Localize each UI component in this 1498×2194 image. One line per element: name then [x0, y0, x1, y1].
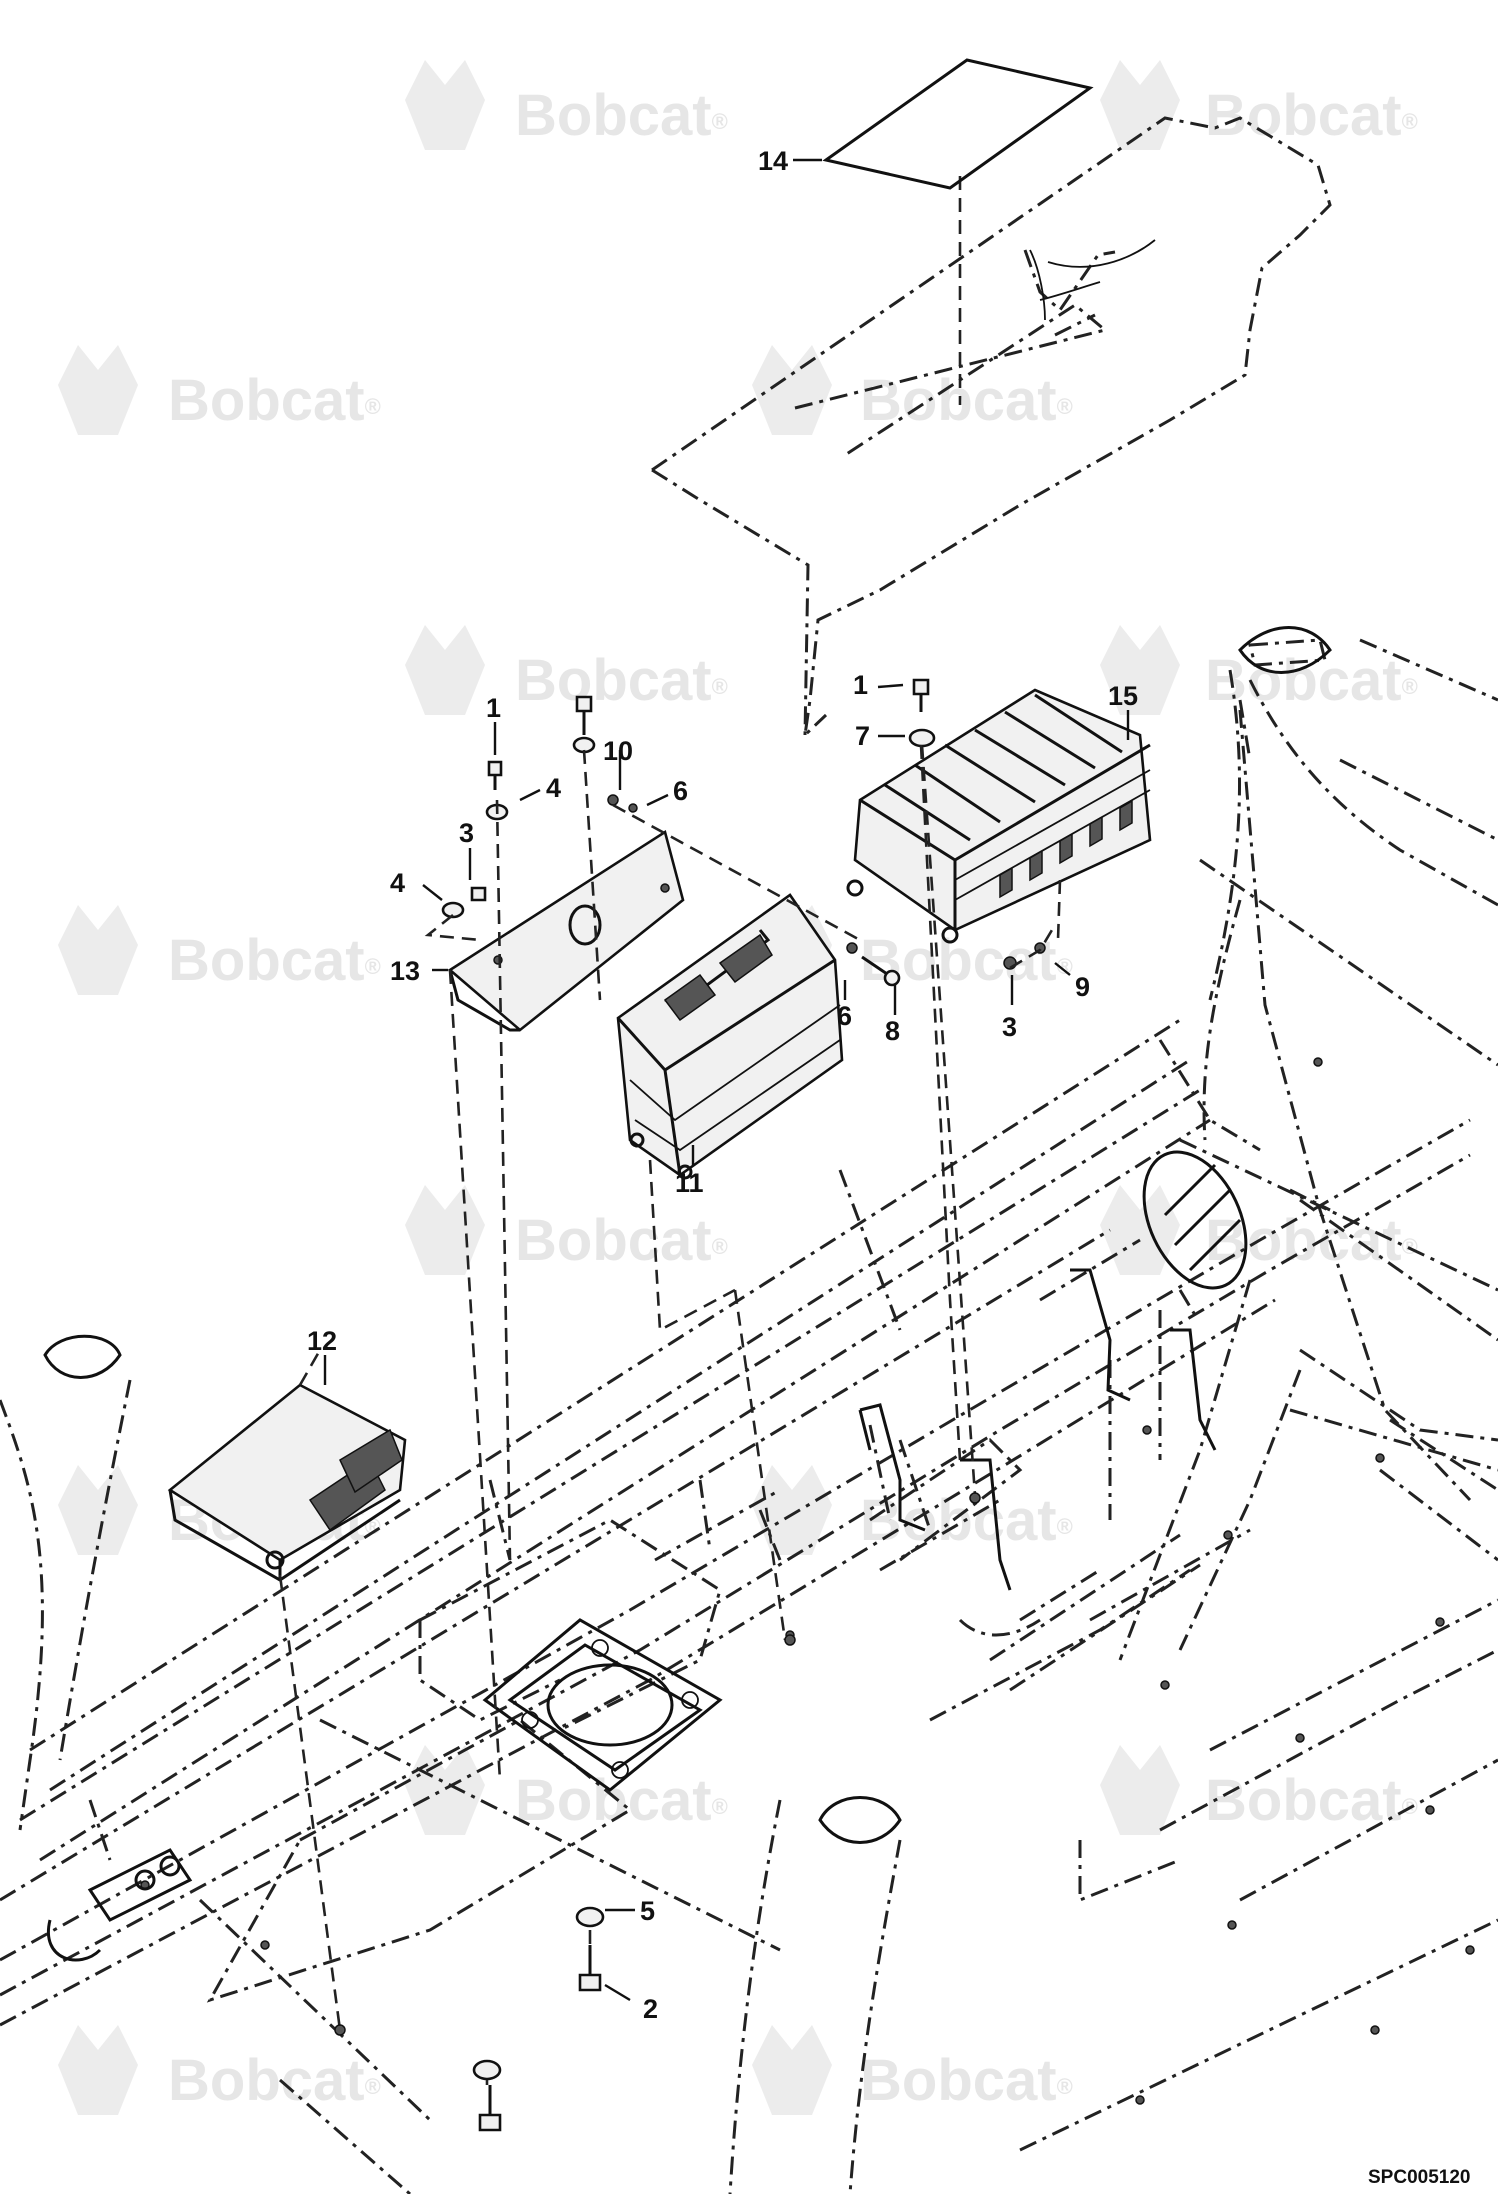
screw-lower [478, 2085, 502, 2132]
watermark-text: Bobcat® [1205, 83, 1418, 148]
washer-part-5 [575, 1906, 605, 1928]
watermark-registered-mark: ® [1057, 394, 1073, 419]
watermark-registered-mark: ® [1402, 1234, 1418, 1259]
nut-part-10 [607, 794, 619, 806]
callout-3: 3 [459, 818, 474, 848]
bobcat-logo-icon [405, 1185, 485, 1275]
bobcat-logo-icon [405, 625, 485, 715]
mounting-bracket-part-13 [447, 829, 685, 1781]
watermark-registered-mark: ® [1402, 674, 1418, 699]
bobcat-logo-icon [1100, 1745, 1180, 1835]
callout-leaders [323, 158, 1130, 2002]
upper-cover-panel [651, 116, 1332, 740]
callout-4: 4 [546, 773, 561, 803]
watermark-registered-mark: ® [712, 674, 728, 699]
nut-part-6 [628, 803, 638, 813]
callout-11: 11 [675, 1168, 704, 1198]
watermark-text: Bobcat® [168, 368, 381, 433]
watermark-text: Bobcat® [1205, 648, 1418, 713]
washer-lower [472, 2059, 502, 2081]
washer-part-4-left [441, 901, 465, 919]
watermark-registered-mark: ® [365, 2074, 381, 2099]
callout-3-right: 3 [1002, 1012, 1017, 1042]
callout-9: 9 [1075, 972, 1090, 1002]
chassis-frame [0, 626, 1498, 2194]
callout-7: 7 [855, 721, 870, 751]
watermark-registered-mark: ® [1402, 109, 1418, 134]
callout-12: 12 [307, 1326, 337, 1356]
watermark-text: Bobcat® [168, 2048, 381, 2113]
drawing-code: SPC005120 [1368, 2167, 1470, 2188]
callout-6-lower: 6 [837, 1001, 852, 1031]
callout-1: 1 [486, 693, 501, 723]
bobcat-logo-icon [58, 1465, 138, 1555]
watermark-text: Bobcat® [515, 648, 728, 713]
screw-part-1 [487, 760, 503, 790]
bobcat-logo-icon [405, 1745, 485, 1835]
bobcat-logo-icon [58, 345, 138, 435]
watermark-registered-mark: ® [1057, 2074, 1073, 2099]
callout-6: 6 [673, 776, 688, 806]
controller-module-part-11 [616, 893, 844, 1646]
nut-part-3 [470, 886, 487, 902]
watermark-text: Bobcat® [1205, 1768, 1418, 1833]
nut-part-6-right [846, 942, 858, 954]
callout-15: 15 [1108, 681, 1138, 711]
watermark-registered-mark: ® [365, 394, 381, 419]
callout-1-right: 1 [853, 670, 868, 700]
bobcat-logo-icon [58, 905, 138, 995]
callout-10: 10 [603, 736, 633, 766]
callout-8: 8 [885, 1016, 900, 1046]
watermark-text: Bobcat® [515, 1208, 728, 1273]
watermark-registered-mark: ® [1057, 1514, 1073, 1539]
bobcat-logo-icon [752, 345, 832, 435]
bobcat-logo-icon [58, 2025, 138, 2115]
electronic-module-part-12 [167, 1349, 407, 2036]
callout-labels: 14 1 1 15 7 10 4 6 3 4 13 9 6 8 3 11 12 … [307, 146, 1138, 2024]
bobcat-logo-icon [1100, 60, 1180, 150]
bobcat-logo-icon [752, 2025, 832, 2115]
watermark-text: Bobcat® [515, 83, 728, 148]
callout-14: 14 [758, 146, 788, 176]
watermark-registered-mark: ® [712, 1234, 728, 1259]
screw-part-1-right [912, 678, 930, 712]
screw-part-2 [578, 1945, 602, 1992]
washer-part-7 [908, 728, 936, 748]
watermark-text: Bobcat® [1205, 1208, 1418, 1273]
watermark-text: Bobcat® [168, 928, 381, 993]
bobcat-logo-icon [405, 60, 485, 150]
bobcat-logo-icon [1100, 625, 1180, 715]
callout-5: 5 [640, 1896, 655, 1926]
callout-2: 2 [643, 1994, 658, 2024]
fuse-relay-box-part-15 [846, 688, 1152, 1504]
screw-upper [572, 695, 596, 754]
watermark-registered-mark: ® [712, 109, 728, 134]
hardware-fasteners [424, 678, 1057, 2132]
watermark-registered-mark: ® [365, 954, 381, 979]
callout-4-left: 4 [390, 868, 405, 898]
bolt-part-8 [861, 955, 901, 987]
watermark-text: Bobcat® [860, 2048, 1073, 2113]
callout-13: 13 [390, 956, 420, 986]
bobcat-logo-icon [752, 1465, 832, 1555]
label-decal-part-14 [822, 58, 1094, 190]
watermark-text: Bobcat® [860, 368, 1073, 433]
watermark-registered-mark: ® [712, 1794, 728, 1819]
